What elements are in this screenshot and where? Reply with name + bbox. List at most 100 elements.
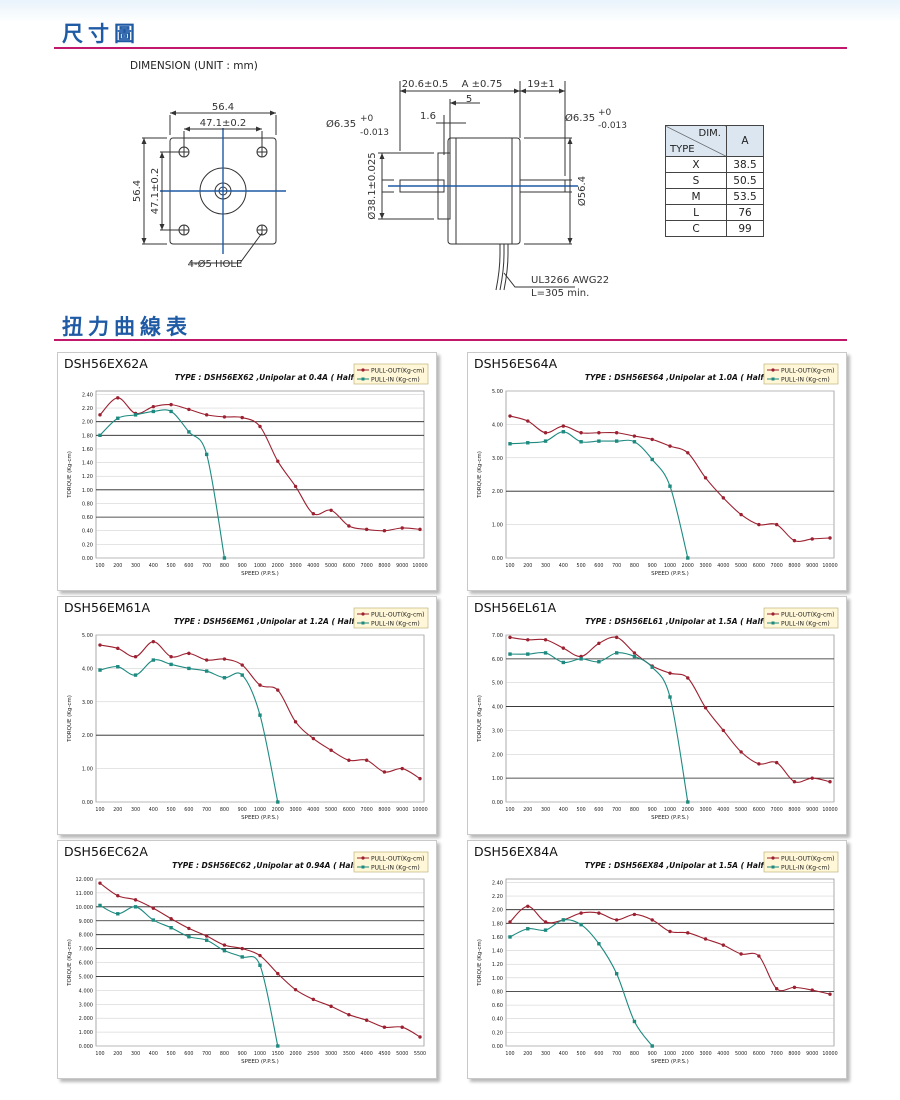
header-type: TYPE — [670, 144, 695, 155]
data-point-pullout — [204, 413, 209, 417]
x-tick-label: 9000 — [806, 563, 818, 569]
data-point-pullin — [561, 430, 566, 434]
y-tick-label: 1.00 — [492, 976, 503, 982]
data-point-pullin — [98, 903, 102, 908]
x-tick-label: 100 — [505, 1051, 514, 1057]
data-point-pullout — [703, 706, 708, 710]
body-dia: Ø56.4 — [576, 176, 588, 206]
data-point-pullout — [133, 898, 138, 902]
legend-marker-pullout — [771, 612, 775, 616]
y-tick-label: 0.00 — [82, 800, 93, 806]
data-point-pullout — [792, 985, 797, 990]
data-point-pullout — [133, 655, 138, 659]
data-point-pullin — [614, 651, 619, 655]
legend-box — [353, 851, 429, 873]
chart-legend: PULL-OUT(Kg-cm)PULL-IN (Kg-cm) — [353, 851, 429, 873]
x-tick-label: 800 — [220, 563, 229, 569]
torque-chart: TYPE : DSH56EL61 ,Unipolar at 1.5A ( Hal… — [477, 607, 839, 821]
chart-title: DSH56ES64A — [474, 356, 558, 371]
y-axis-label: TORQUE (Kg-cm) — [477, 695, 483, 743]
chart-panel-3: DSH56EM61A TYPE : DSH56EM61 ,Unipolar at… — [57, 596, 437, 835]
x-tick-label: 2000 — [682, 807, 694, 813]
chart-title: DSH56EC62A — [64, 844, 148, 859]
torque-chart: TYPE : DSH56ES64 ,Unipolar at 1.0A ( Hal… — [477, 363, 839, 577]
x-tick-label: 700 — [612, 1051, 621, 1057]
data-point-pullout — [276, 688, 280, 692]
data-point-pullout — [774, 760, 779, 765]
x-tick-label: 100 — [95, 807, 104, 813]
data-point-pullout — [632, 912, 637, 917]
dim-5: 5 — [466, 94, 472, 105]
data-point-pullin — [258, 963, 262, 967]
data-point-pullout — [293, 987, 298, 992]
data-point-pullout — [418, 776, 422, 781]
data-point-pullout — [721, 943, 726, 947]
data-point-pullin — [169, 409, 173, 414]
data-point-pullout — [650, 918, 654, 922]
data-point-pullin — [668, 484, 672, 488]
data-point-pullout — [116, 894, 120, 898]
row-value: 99 — [726, 220, 764, 237]
chart-panel-5: DSH56EC62A TYPE : DSH56EC62 ,Unipolar at… — [57, 840, 437, 1079]
x-tick-label: 300 — [131, 1051, 140, 1057]
data-point-pullout — [597, 911, 601, 915]
data-point-pullin — [169, 662, 173, 667]
data-point-pullout — [329, 748, 333, 752]
data-point-pullout — [739, 750, 743, 754]
data-point-pullout — [311, 511, 316, 516]
data-point-pullin — [543, 928, 548, 932]
legend-label-pullout: PULL-OUT(Kg-cm) — [371, 612, 424, 619]
x-tick-label: 1500 — [272, 1051, 284, 1057]
x-tick-label: 3500 — [343, 1051, 355, 1057]
legend-label-pullin: PULL-IN (Kg-cm) — [781, 865, 830, 872]
data-point-pullout — [686, 931, 690, 935]
data-point-pullout — [276, 971, 280, 976]
hole-note: 4-Ø5 HOLE — [188, 258, 243, 270]
torque-chart: TYPE : DSH56EC62 ,Unipolar at 0.94A ( Ha… — [67, 851, 429, 1065]
data-point-pullin — [526, 441, 530, 445]
x-tick-label: 200 — [113, 563, 122, 569]
x-tick-label: 9000 — [396, 807, 408, 813]
x-tick-label: 500 — [577, 1051, 586, 1057]
legend-label-pullin: PULL-IN (Kg-cm) — [781, 621, 830, 628]
data-point-pullout — [543, 638, 548, 642]
x-tick-label: 2000 — [289, 1051, 301, 1057]
legend-marker-pullin — [361, 865, 365, 869]
data-point-pullout — [828, 992, 832, 996]
shaft-left-dia: Ø6.35 — [326, 118, 356, 130]
front-height-outer: 56.4 — [132, 180, 143, 202]
x-tick-label: 700 — [202, 563, 211, 569]
data-point-pullout — [650, 437, 654, 442]
data-point-pullout — [382, 770, 387, 774]
row-value: 38.5 — [726, 156, 764, 173]
data-point-pullout — [382, 1025, 387, 1029]
x-tick-label: 7000 — [361, 807, 373, 813]
x-tick-label: 3000 — [289, 563, 301, 569]
y-tick-label: 2.00 — [82, 733, 93, 739]
data-point-pullout — [240, 415, 244, 420]
data-point-pullout — [240, 946, 244, 951]
x-tick-label: 6000 — [753, 1051, 765, 1057]
x-tick-label: 8000 — [788, 1051, 800, 1057]
y-axis-label: TORQUE (Kg-cm) — [67, 939, 73, 987]
data-point-pullout — [774, 987, 779, 991]
motor-body — [447, 137, 521, 245]
data-point-pullout — [222, 943, 227, 947]
dimension-drawings: 56.4 47.1±0.2 56.4 47.1±0.2 4-Ø5 HOLE — [132, 79, 627, 299]
y-tick-label: 0.20 — [82, 542, 93, 548]
legend-box — [353, 607, 429, 629]
legend-marker-pullin — [771, 621, 775, 625]
legend-label-pullin: PULL-IN (Kg-cm) — [371, 621, 420, 628]
x-tick-label: 3000 — [699, 807, 711, 813]
cable-spec-2: L=305 min. — [531, 288, 589, 299]
data-point-pullin — [526, 652, 530, 656]
plot-area — [505, 634, 835, 803]
data-point-pullin — [169, 926, 173, 930]
cable-spec-1: UL3266 AWG22 — [531, 275, 609, 286]
data-point-pullin — [526, 927, 530, 931]
data-point-pullin — [204, 669, 209, 673]
data-point-pullin — [116, 665, 120, 669]
y-tick-label: 1.00 — [82, 767, 93, 773]
chart-panel-2: DSH56ES64A TYPE : DSH56ES64 ,Unipolar at… — [467, 352, 847, 591]
